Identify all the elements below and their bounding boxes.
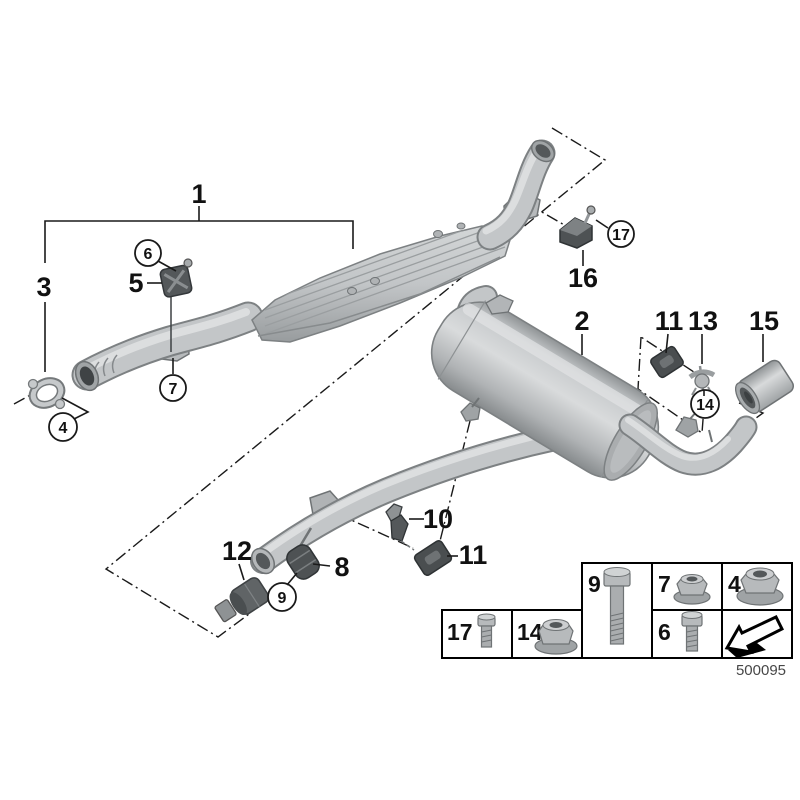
mid-pipe-highlight <box>257 428 557 559</box>
tailpipe-highlight <box>625 417 731 461</box>
muffler-body <box>430 300 660 481</box>
legend-label-9: 9 <box>588 571 601 597</box>
circled-callout-6: 6 <box>134 239 177 272</box>
callout-1: 1 <box>191 179 206 209</box>
mount-bolt-6 <box>183 258 193 268</box>
tailpipe-body <box>620 415 756 474</box>
tailpipe-stud <box>708 429 713 443</box>
hex-bolt-icon <box>681 611 703 652</box>
callout-2: 2 <box>574 306 589 336</box>
exhaust-gasket <box>27 377 66 410</box>
zone-boundary-lines <box>13 127 765 638</box>
rubber-mount-5 <box>159 264 193 298</box>
circled-callout-17: 17 <box>595 219 635 248</box>
callout-8: 8 <box>334 552 349 582</box>
drawing-number: 500095 <box>736 662 786 679</box>
legend-label-14: 14 <box>517 619 543 645</box>
circled-callout-4: 4 <box>48 397 90 442</box>
heat-shield-lower-edge <box>257 256 501 337</box>
callout-10: 10 <box>423 504 453 534</box>
flange-nut-icon <box>673 574 711 605</box>
mid-pipe-assembly <box>214 425 568 623</box>
rubber-mount-11-lower <box>413 540 453 576</box>
gasket-ear <box>27 378 39 390</box>
legend-cell-17 <box>441 609 513 659</box>
front-pipe-upper-highlight <box>482 147 541 235</box>
bracket-bolt-17-head <box>586 205 596 215</box>
legend-label-6: 6 <box>658 619 671 645</box>
callout-annotations: 1 3 5 6 7 4 2 11 13 <box>36 179 779 612</box>
callout-9: 9 <box>278 590 287 607</box>
hex-bolt-long-icon <box>603 567 631 645</box>
rear-mount-zone-box <box>637 335 707 435</box>
rear-muffler-assembly <box>430 285 758 481</box>
hanger-bracket-10 <box>385 503 415 551</box>
front-section-zone-line <box>104 127 607 638</box>
hex-bolt-short-icon <box>477 613 496 648</box>
front-pipe-upper-body <box>478 141 554 249</box>
clamp-sleeve-12 <box>214 577 270 623</box>
front-pipe-body <box>73 303 262 389</box>
muffler-front-hanger <box>460 397 481 422</box>
mid-pipe-opening <box>250 547 276 575</box>
front-pipe-inlet-opening <box>74 360 100 392</box>
circled-callout-14: 14 <box>690 389 720 419</box>
sensor-bosses <box>347 222 466 295</box>
gasket-ear <box>54 398 66 410</box>
rubber-grommet-8 <box>286 544 320 580</box>
mounting-bracket-16 <box>559 205 596 249</box>
tailpipe-tip-15 <box>734 359 794 415</box>
legend-label-17: 17 <box>447 619 473 645</box>
muffler-inlet-plate <box>485 294 514 315</box>
callout-11-lower: 11 <box>459 540 488 570</box>
callout-6: 6 <box>144 246 153 263</box>
leader-gasket <box>13 392 35 405</box>
callout-11-rear: 11 <box>655 306 684 336</box>
callout-13: 13 <box>688 306 718 336</box>
mounting-direction-arrow-icon <box>724 615 785 658</box>
circled-callout-7: 7 <box>159 358 187 402</box>
front-pipe-top-opening <box>530 139 556 163</box>
flange-nut-large-icon <box>736 567 784 606</box>
leader-bracket-to-11 <box>337 513 414 549</box>
circled-callout-9: 9 <box>267 572 298 612</box>
legend-label-7: 7 <box>658 571 671 597</box>
callout-17: 17 <box>612 227 630 244</box>
legend-label-4: 4 <box>728 571 741 597</box>
callout-5: 5 <box>128 268 143 298</box>
callout-16: 16 <box>568 263 598 293</box>
fastener-legend-table: 17 14 9 7 4 6 <box>441 562 793 659</box>
callout-14: 14 <box>696 397 714 414</box>
callout-15: 15 <box>749 306 779 336</box>
callout-4: 4 <box>59 420 68 437</box>
front-pipe-highlight <box>83 308 250 373</box>
callout-7: 7 <box>169 381 178 398</box>
rubber-mount-11-rear <box>650 345 684 379</box>
flange-nut-icon <box>534 619 578 655</box>
mid-pipe-body <box>252 427 566 572</box>
callout-3: 3 <box>36 272 51 302</box>
callout-12: 12 <box>222 536 252 566</box>
